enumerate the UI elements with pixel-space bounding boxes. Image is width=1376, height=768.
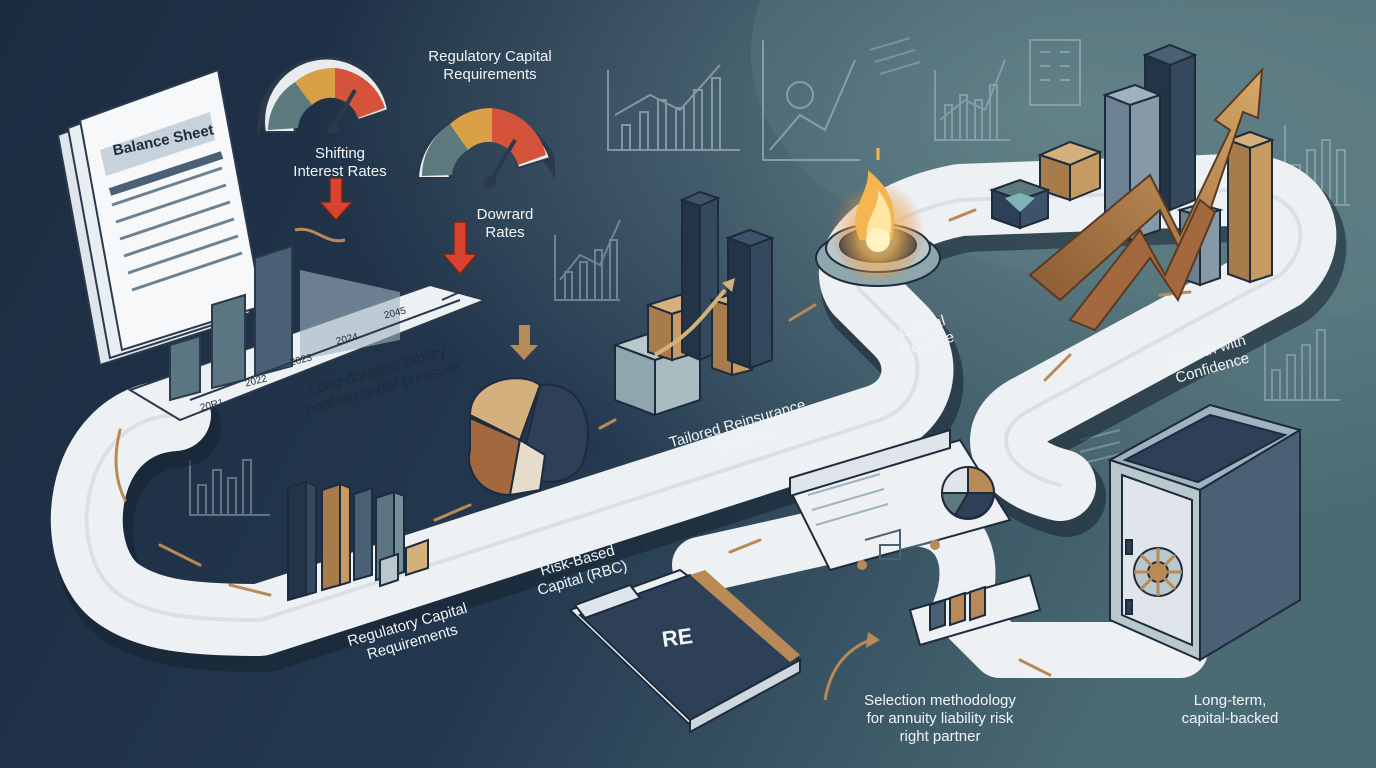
vault-safe	[1107, 403, 1303, 662]
flow-arrow-icon	[1043, 353, 1072, 382]
flow-arrows	[114, 208, 1192, 677]
downward-rates-label: Dowrard Rates	[476, 206, 534, 241]
background-bar-chart-6	[1264, 329, 1340, 401]
flow-arrow-icon	[158, 543, 202, 567]
book-logo: RE	[660, 622, 695, 653]
flow-arrow-icon	[114, 428, 127, 502]
flow-arrow-icon	[598, 418, 617, 430]
flame-icon	[830, 148, 926, 280]
flow-arrow-icon	[948, 208, 977, 222]
gauge-shifting-rates	[257, 56, 395, 155]
selection-methodology-label: Selection methodology for annuity liabil…	[864, 692, 1016, 745]
background-bar-chart-3	[934, 59, 1010, 141]
flow-arrow-icon	[433, 503, 472, 522]
growth-arrow-icon	[1028, 67, 1264, 332]
gauge-downward-rates	[412, 107, 555, 200]
red-down-arrow-icon	[318, 177, 354, 222]
pie-puzzle-icon	[468, 325, 589, 497]
background-building-icon	[1029, 39, 1081, 106]
long-term-capital-backed-label: Long-term, capital-backed	[1181, 692, 1279, 727]
regulatory-capital-top-label: Regulatory Capital Requirements	[428, 48, 552, 83]
curved-arrow-icon	[823, 638, 871, 701]
balance-sheet-document	[56, 68, 264, 367]
flow-arrow-icon	[1018, 658, 1052, 677]
background-line-chart-2	[762, 40, 860, 161]
shifting-interest-rates-label: Shifting Interest Rates	[293, 145, 387, 180]
flow-arrow-icon	[728, 538, 762, 554]
red-down-arrow-icon	[441, 221, 479, 276]
flow-arrow-icon	[788, 303, 817, 322]
process-track-inner	[84, 187, 1303, 622]
curved-arrow-head-icon	[866, 632, 880, 648]
reinsurance-book	[568, 568, 802, 734]
background-line-chart-1	[607, 64, 740, 151]
selection-panels	[788, 428, 1042, 647]
reinsurance-blocks	[612, 190, 775, 417]
background-bar-chart-5	[554, 219, 621, 301]
lower-bar-cluster	[287, 480, 429, 602]
background-bar-chart-7	[189, 459, 270, 516]
flow-arrow-icon	[228, 583, 272, 597]
background-text-lines	[869, 37, 1121, 465]
left-chart-panel	[127, 227, 489, 422]
